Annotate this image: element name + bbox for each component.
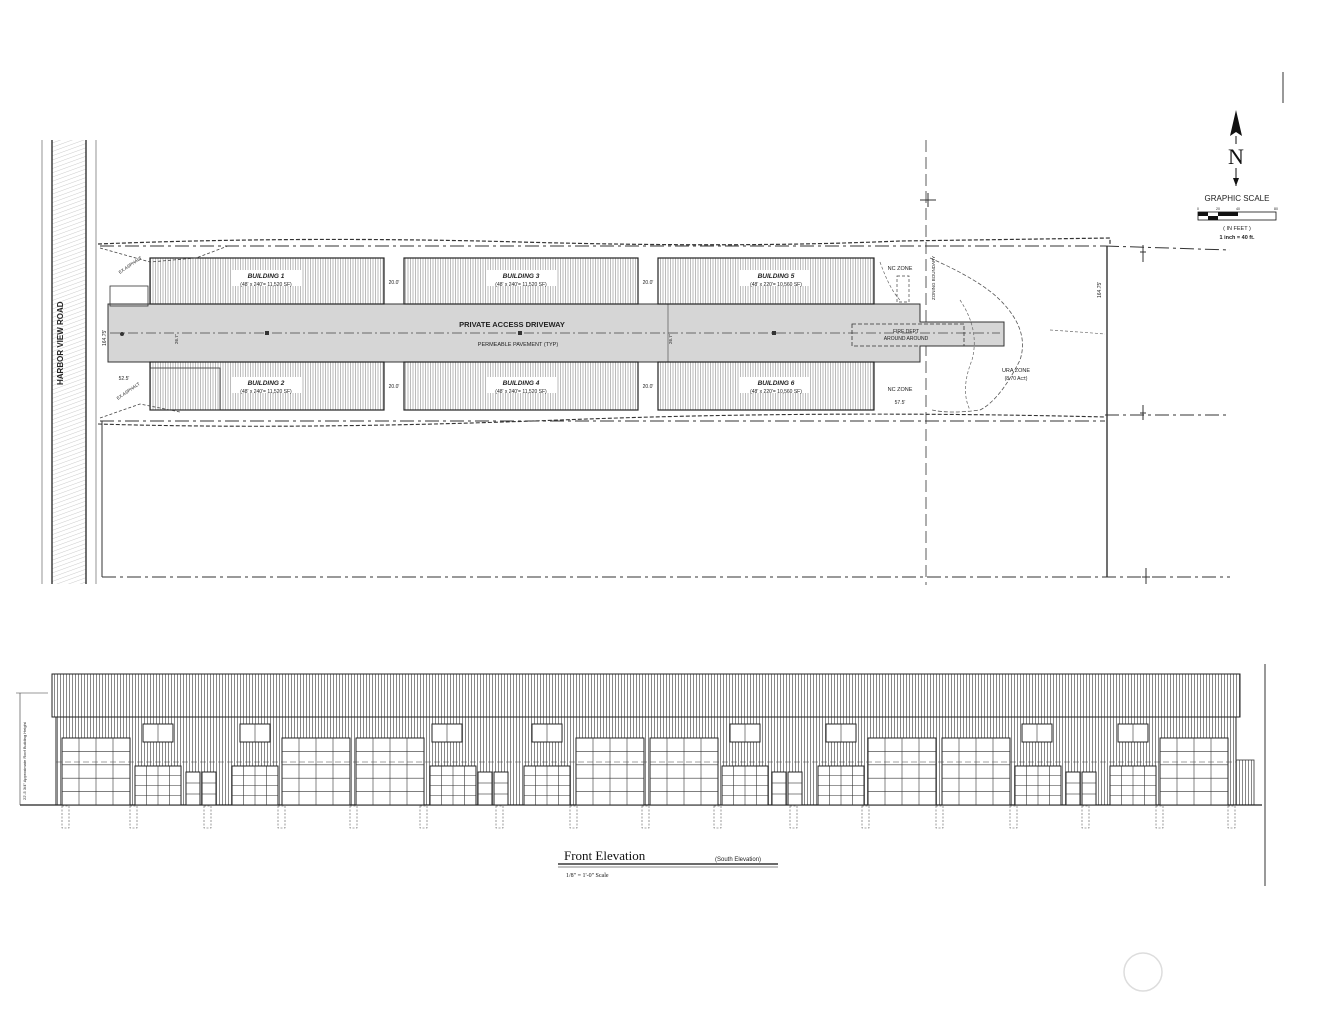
scale-tick-20: 20: [1216, 207, 1220, 211]
graphic-scale-title: GRAPHIC SCALE: [1205, 194, 1270, 203]
foundation-pier: [1081, 805, 1090, 829]
building-5: BUILDING 5 (48' x 220'= 10,560 SF): [657, 257, 875, 305]
foundation-pier: [419, 805, 428, 829]
front-elevation: 22'-5 3/4" Approximate Roof Building Hei…: [16, 664, 1266, 886]
watermark-logo: [1123, 952, 1163, 992]
zoning-boundary: ZONING BOUNDARY: [931, 256, 936, 300]
building-5-size: (48' x 220'= 10,560 SF): [750, 282, 802, 288]
scale-tick-80: 80: [1274, 207, 1278, 211]
foundation-pier: [569, 805, 578, 829]
ex-asphalt-top: EX ASPHALT: [118, 255, 143, 275]
scale-tick-0: 0: [1197, 207, 1199, 211]
fire-turnaround-line2: AROUND AROUND: [884, 336, 929, 342]
building-4: BUILDING 4 (48' x 240'= 11,520 SF): [403, 361, 639, 411]
elevation-openings: [56, 723, 1236, 829]
scale-ratio: 1 inch = 40 ft.: [1220, 235, 1255, 241]
dim-left-offset: 52.5': [119, 376, 130, 382]
private-access-driveway: PRIVATE ACCESS DRIVEWAY PERMEABLE PAVEME…: [107, 303, 1005, 363]
scale-units: ( IN FEET ): [1223, 226, 1251, 232]
dim-drive-width-2: 26.7': [668, 334, 673, 344]
foundation-pier: [349, 805, 358, 829]
building-5-name: BUILDING 5: [758, 273, 795, 280]
foundation-pier: [1155, 805, 1164, 829]
dim-gap-top-1: 20.0': [389, 280, 400, 286]
foundation-pier: [861, 805, 870, 829]
elevation-scale: 1/8" = 1'-0" Scale: [566, 873, 609, 879]
height-note: 22'-5 3/4" Approximate Roof Building Hei…: [22, 721, 27, 800]
foundation-pier: [789, 805, 798, 829]
building-4-name: BUILDING 4: [503, 380, 540, 387]
building-1-size: (48' x 240'= 11,520 SF): [240, 282, 292, 288]
man-door: [1081, 771, 1097, 806]
building-4-size: (48' x 240'= 11,520 SF): [495, 389, 547, 395]
road-label: HARBOR VIEW ROAD: [56, 301, 65, 385]
man-door: [787, 771, 803, 806]
foundation-pier: [1009, 805, 1018, 829]
building-3: BUILDING 3 (48' x 240'= 11,520 SF): [403, 257, 639, 305]
building-1-name: BUILDING 1: [248, 273, 285, 280]
man-door: [477, 771, 493, 806]
foundation-pier: [61, 805, 70, 829]
site-plan: HARBOR VIEW ROAD P: [41, 140, 1231, 585]
foundation-pier: [129, 805, 138, 829]
building-6-name: BUILDING 6: [758, 380, 795, 387]
foundation-pier: [203, 805, 212, 829]
building-3-name: BUILDING 3: [503, 273, 540, 280]
elevation-subtitle: (South Elevation): [715, 857, 761, 863]
dim-gap-bot-2: 20.0': [643, 384, 654, 390]
dim-drive-width-1: 26.7': [174, 334, 179, 344]
dim-gap-bot-1: 20.0': [389, 384, 400, 390]
man-door: [493, 771, 509, 806]
harbor-view-road: HARBOR VIEW ROAD: [41, 140, 97, 584]
north-letter: N: [1228, 144, 1244, 169]
dim-gap-top-2: 20.0': [643, 280, 654, 286]
nc-zone-bottom: NC ZONE: [888, 387, 913, 393]
scale-tick-40: 40: [1236, 207, 1240, 211]
ura-zone-area: (8.70 Ac±): [1005, 376, 1028, 382]
foundation-pier: [935, 805, 944, 829]
dim-width-left: 164.75': [102, 330, 108, 346]
dim-right-setback: 57.5': [895, 400, 906, 406]
fire-turnaround-line1: FIRE DEPT: [893, 329, 919, 335]
foundation-pier: [277, 805, 286, 829]
man-door: [1065, 771, 1081, 806]
building-1: BUILDING 1 (48' x 240'= 11,520 SF): [149, 257, 385, 305]
ex-asphalt-bottom: EX ASPHALT: [116, 381, 141, 401]
building-2-size: (48' x 240'= 11,520 SF): [240, 389, 292, 395]
man-door: [185, 771, 201, 806]
building-6: BUILDING 6 (48' x 220'= 10,560 SF): [657, 361, 875, 411]
man-door: [771, 771, 787, 806]
north-arrow: N: [1228, 110, 1244, 186]
elevation-roof: [51, 673, 1241, 718]
elevation-title: Front Elevation: [564, 848, 646, 863]
foundation-pier: [495, 805, 504, 829]
man-door: [201, 771, 217, 806]
ura-zone: URA ZONE: [1002, 368, 1030, 374]
building-2: BUILDING 2 (48' x 240'= 11,520 SF): [149, 361, 385, 411]
property-lines: [100, 140, 1231, 585]
driveway-label: PRIVATE ACCESS DRIVEWAY: [459, 320, 565, 329]
nc-zone-top: NC ZONE: [888, 266, 913, 272]
foundation-pier: [1227, 805, 1236, 829]
graphic-scale: GRAPHIC SCALE 0 20 40 80 ( IN FEET ) 1 i…: [1197, 194, 1278, 241]
building-3-size: (48' x 240'= 11,520 SF): [495, 282, 547, 288]
foundation-pier: [713, 805, 722, 829]
building-2-name: BUILDING 2: [248, 380, 285, 387]
pavement-label: PERMEABLE PAVEMENT (TYP): [478, 342, 559, 348]
foundation-pier: [641, 805, 650, 829]
building-6-size: (48' x 220'= 10,560 SF): [750, 389, 802, 395]
dim-width-right: 164.75': [1097, 282, 1103, 298]
